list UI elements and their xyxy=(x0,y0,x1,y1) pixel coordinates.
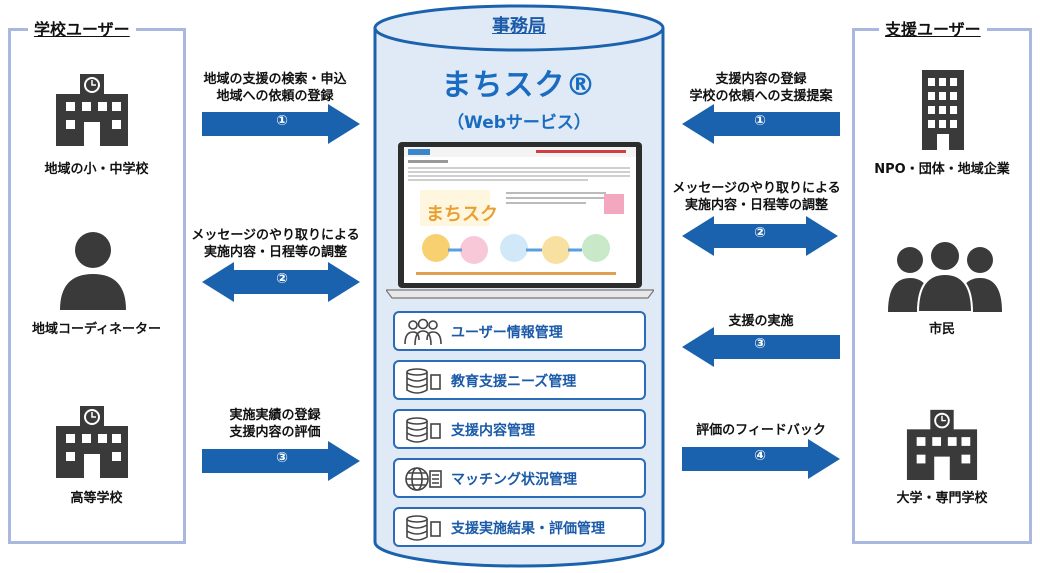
right-arrow-2-text: メッセージのやり取りによる実施内容・日程等の調整 xyxy=(672,181,841,213)
right-arrow-4 xyxy=(682,439,840,479)
database-icon xyxy=(406,417,441,443)
entity-citizens: 市民 xyxy=(928,322,955,337)
left-arrow-1-text: 地域の支援の検索・申込地域への依頼の登録 xyxy=(203,72,347,104)
school-users-title: 学校ユーザー xyxy=(28,16,136,40)
right-arrow-3 xyxy=(682,327,840,367)
left-arrow-1 xyxy=(202,104,360,144)
person-icon xyxy=(60,232,126,310)
right-arrow-1 xyxy=(682,104,840,144)
database-icon xyxy=(406,515,441,541)
users-icon xyxy=(404,318,442,346)
school-building-icon xyxy=(56,74,128,146)
entity-npo: NPO・団体・地域企業 xyxy=(874,162,1010,177)
left-arrow-3-text: 実施実績の登録支援内容の評価 xyxy=(229,408,321,440)
func-support-content: 支援内容管理 xyxy=(393,409,646,449)
right-arrow-3-text: 支援の実施 xyxy=(728,314,794,329)
app-name: まちスク® xyxy=(441,68,597,103)
entity-university: 大学・専門学校 xyxy=(896,491,988,506)
globe-network-icon xyxy=(405,467,442,491)
left-arrow-2 xyxy=(202,262,360,302)
right-arrow-2-num: ② xyxy=(754,225,766,241)
func-user-info: ユーザー情報管理 xyxy=(393,311,646,351)
group-people-icon xyxy=(888,240,1002,312)
left-arrow-3-num: ③ xyxy=(276,450,288,466)
laptop-screenshot: まちスク xyxy=(386,142,654,299)
func-label: マッチング状況管理 xyxy=(451,472,577,488)
right-arrow-1-text: 支援内容の登録学校の依頼への支援提案 xyxy=(689,72,833,104)
left-arrow-2-num: ② xyxy=(276,271,288,287)
func-education-needs: 教育支援ニーズ管理 xyxy=(393,360,646,400)
func-label: 支援内容管理 xyxy=(451,423,535,439)
office-building-icon xyxy=(922,70,964,150)
right-arrow-3-num: ③ xyxy=(754,336,766,352)
func-results-evaluation: 支援実施結果・評価管理 xyxy=(393,507,646,547)
entity-local-schools: 地域の小・中学校 xyxy=(44,162,149,177)
func-matching-status: マッチング状況管理 xyxy=(393,458,646,498)
right-arrow-4-text: 評価のフィードバック xyxy=(696,423,826,438)
svg-text:まちスク: まちスク xyxy=(426,204,498,225)
database-icon xyxy=(406,368,441,394)
school-building-icon xyxy=(906,409,978,480)
left-arrow-2-text: メッセージのやり取りによる実施内容・日程等の調整 xyxy=(191,228,360,260)
right-arrow-1-num: ① xyxy=(754,113,766,129)
func-label: 教育支援ニーズ管理 xyxy=(451,374,577,390)
entity-high-school: 高等学校 xyxy=(70,491,123,506)
func-label: ユーザー情報管理 xyxy=(451,325,563,341)
right-arrow-4-num: ④ xyxy=(754,448,766,464)
right-arrow-2 xyxy=(682,216,838,256)
left-arrow-1-num: ① xyxy=(276,113,288,129)
support-users-title: 支援ユーザー xyxy=(879,16,987,40)
entity-coordinator: 地域コーディネーター xyxy=(31,322,162,337)
office-title: 事務局 xyxy=(492,16,546,37)
left-arrow-3 xyxy=(202,441,360,481)
app-subtitle: （Webサービス） xyxy=(447,113,591,133)
func-label: 支援実施結果・評価管理 xyxy=(451,521,605,537)
school-building-icon xyxy=(56,406,128,478)
